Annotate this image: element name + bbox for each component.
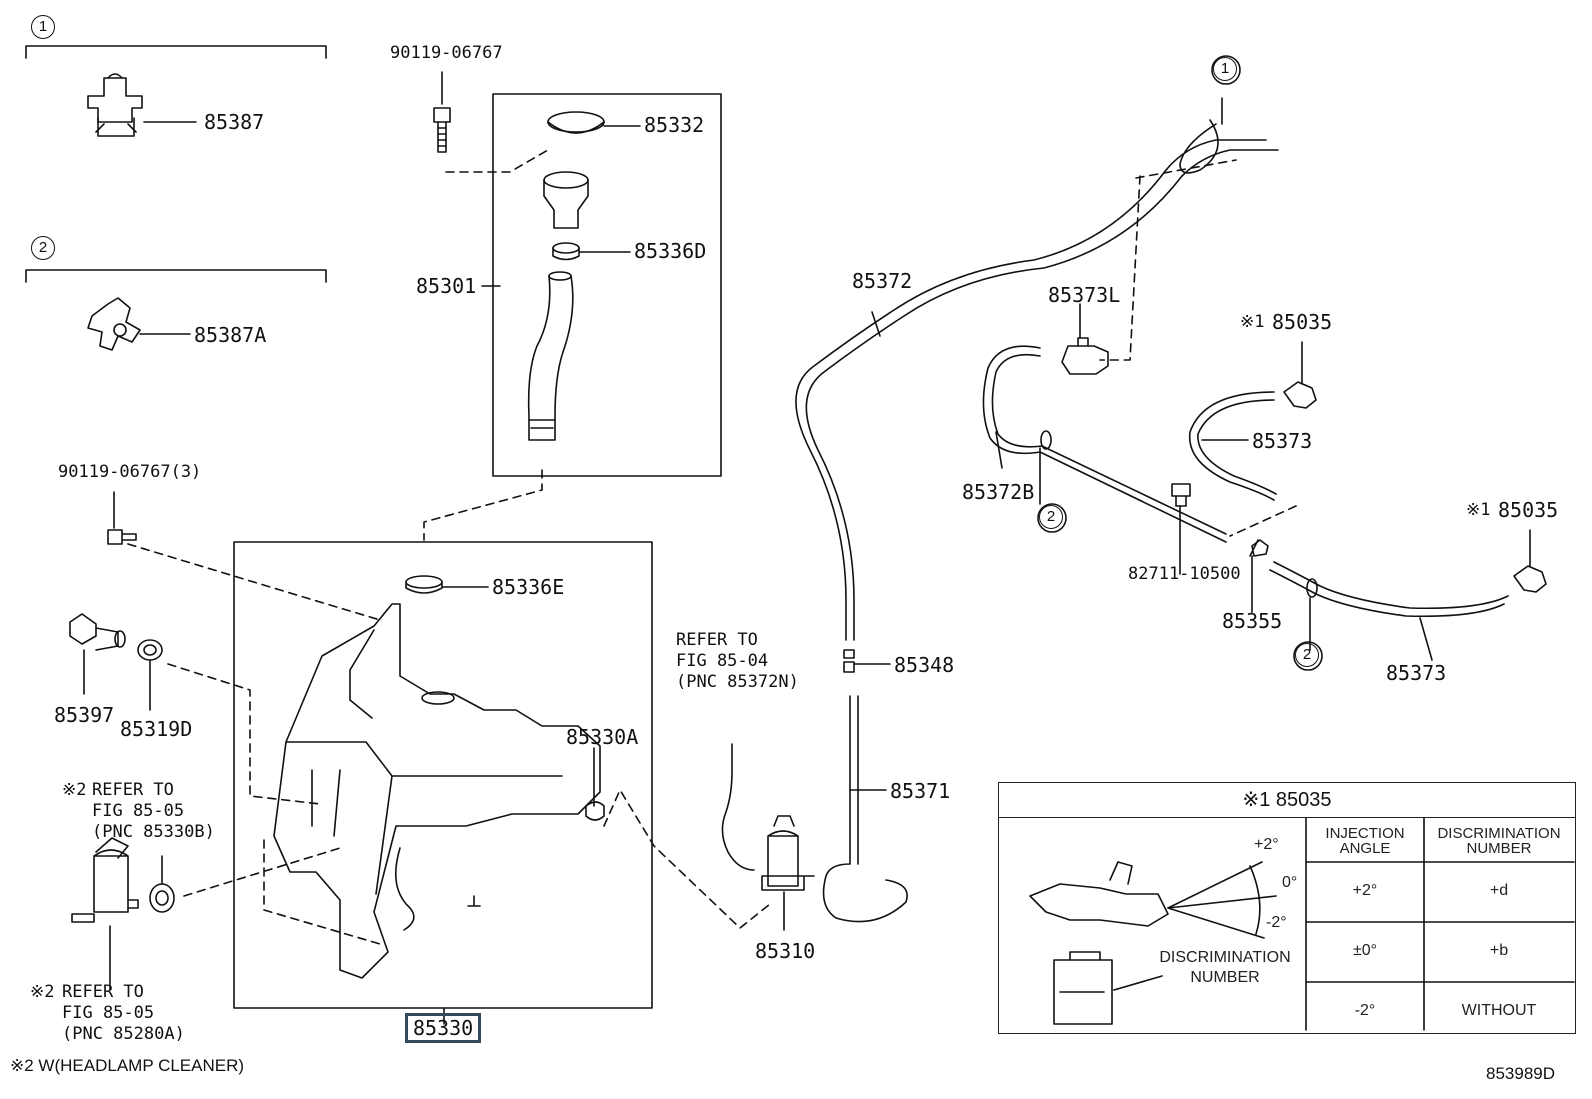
- hose-85372n: [721, 743, 755, 871]
- label-85336D[interactable]: 85336D: [634, 239, 707, 263]
- diagram-code: 853989D: [1486, 1064, 1556, 1083]
- label-85373L[interactable]: 85373L: [1048, 283, 1121, 307]
- table-header-discrimination-number: DISCRIMINATION NUMBER: [1437, 825, 1561, 857]
- table-row-1-number: +d: [1489, 882, 1509, 899]
- hose-85372B: [982, 345, 1227, 543]
- hose-85373-lower: [1273, 561, 1509, 610]
- note-refer-fig-85-05-b[interactable]: REFER TO FIG 85-05 (PNC 85280A): [62, 982, 185, 1044]
- table-row-2-angle: ±0°: [1352, 942, 1378, 959]
- nozzle-85035-upper: [1283, 381, 1317, 409]
- label-85387A[interactable]: 85387A: [194, 323, 267, 347]
- hose-85373-upper: [1188, 391, 1275, 501]
- label-85371[interactable]: 85371: [890, 779, 951, 803]
- part-85319D: [137, 639, 163, 661]
- label-85372B[interactable]: 85372B: [962, 480, 1035, 504]
- label-85397[interactable]: 85397: [54, 703, 115, 727]
- joint-85348: [843, 649, 855, 673]
- filler-pipe-85301: [527, 271, 574, 441]
- ring-85336D: [552, 242, 580, 261]
- clamp-82711-10500: [1171, 483, 1191, 507]
- main-part-box[interactable]: 85330: [405, 1013, 482, 1043]
- clip-85387A: [87, 297, 141, 351]
- hose-85372: [795, 139, 1267, 641]
- angle-mark-minus: -2°: [1266, 914, 1287, 931]
- table-row-3-number: WITHOUT: [1461, 1002, 1537, 1019]
- label-85348[interactable]: 85348: [894, 653, 955, 677]
- filler-neck-top: [543, 171, 589, 229]
- footnote-headlamp-cleaner: ※2 W(HEADLAMP CLEANER): [10, 1056, 245, 1075]
- marker-1-diagram: [1211, 55, 1241, 85]
- table-row-1-angle: +2°: [1352, 882, 1378, 899]
- label-85373-lower[interactable]: 85373: [1386, 661, 1447, 685]
- label-85330: 85330: [413, 1016, 474, 1040]
- table-nozzle-sketch: [1029, 861, 1277, 1025]
- cap-85332: [547, 111, 605, 134]
- marker-2-b: [1293, 641, 1323, 671]
- label-85035-lower[interactable]: 85035: [1498, 498, 1559, 522]
- label-90119-06767[interactable]: 90119-06767: [390, 43, 503, 63]
- part-85397: [69, 613, 126, 651]
- nozzle-85035-lower: [1513, 565, 1547, 593]
- grommet-85336E: [405, 575, 443, 594]
- bolt-90119-06767: [433, 107, 451, 153]
- label-82711-10500[interactable]: 82711-10500: [1128, 564, 1241, 584]
- section-2-bracket: [25, 269, 327, 283]
- mark-x2-a: ※2: [62, 780, 87, 800]
- joint-85355: [1251, 539, 1269, 557]
- pump-headlamp: [71, 837, 139, 923]
- marker-1-on-hose: 1: [1213, 57, 1237, 81]
- discrimination-callout: DISCRIMINATION NUMBER: [1159, 949, 1291, 986]
- marker-2-on-hose-a: 2: [1039, 505, 1063, 529]
- label-85035-upper[interactable]: 85035: [1272, 310, 1333, 334]
- mark-x2-b: ※2: [30, 982, 55, 1002]
- label-85355[interactable]: 85355: [1222, 609, 1283, 633]
- marker-2-on-hose-b: 2: [1295, 643, 1319, 667]
- nozzle-85373L: [1061, 337, 1109, 375]
- section-2-marker: 2: [31, 236, 55, 260]
- section-1-bracket: [25, 45, 327, 59]
- label-85332[interactable]: 85332: [644, 113, 705, 137]
- table-title: ※1 85035: [999, 783, 1575, 818]
- label-85310[interactable]: 85310: [755, 939, 816, 963]
- table-row-2-number: +b: [1489, 942, 1509, 959]
- label-85336E[interactable]: 85336E: [492, 575, 565, 599]
- label-85319D[interactable]: 85319D: [120, 717, 193, 741]
- washer-tank: [273, 603, 601, 979]
- angle-mark-zero: 0°: [1282, 874, 1298, 891]
- label-85373-upper[interactable]: 85373: [1252, 429, 1313, 453]
- grommet-85330A: [585, 801, 605, 821]
- label-85372[interactable]: 85372: [852, 269, 913, 293]
- filler-box: [492, 93, 722, 477]
- nozzle-angle-table: ※1 85035: [998, 782, 1576, 1034]
- marker-2-a: [1037, 503, 1067, 533]
- note-refer-fig-85-05-a[interactable]: REFER TO FIG 85-05 (PNC 85330B): [92, 780, 215, 842]
- pump-85310: [761, 815, 815, 891]
- mark-x1-upper: ※1: [1240, 312, 1265, 332]
- table-row-3-angle: -2°: [1354, 1002, 1376, 1019]
- label-85301[interactable]: 85301: [416, 274, 477, 298]
- note-refer-fig-85-04[interactable]: REFER TO FIG 85-04 (PNC 85372N): [676, 630, 799, 692]
- section-1-marker: 1: [31, 15, 55, 39]
- label-85330A[interactable]: 85330A: [566, 725, 639, 749]
- angle-mark-plus: +2°: [1254, 836, 1279, 853]
- table-header-injection-angle: INJECTION ANGLE: [1325, 825, 1405, 857]
- tank-box: [233, 541, 653, 1009]
- bolt-90119-06767-x3: [107, 529, 137, 545]
- label-90119-06767-3[interactable]: 90119-06767(3): [58, 462, 202, 482]
- grommet-85330B: [149, 883, 175, 913]
- label-85387[interactable]: 85387: [204, 110, 265, 134]
- hose-85371: [822, 695, 908, 923]
- mark-x1-lower: ※1: [1466, 500, 1491, 520]
- clip-85387: [87, 73, 143, 137]
